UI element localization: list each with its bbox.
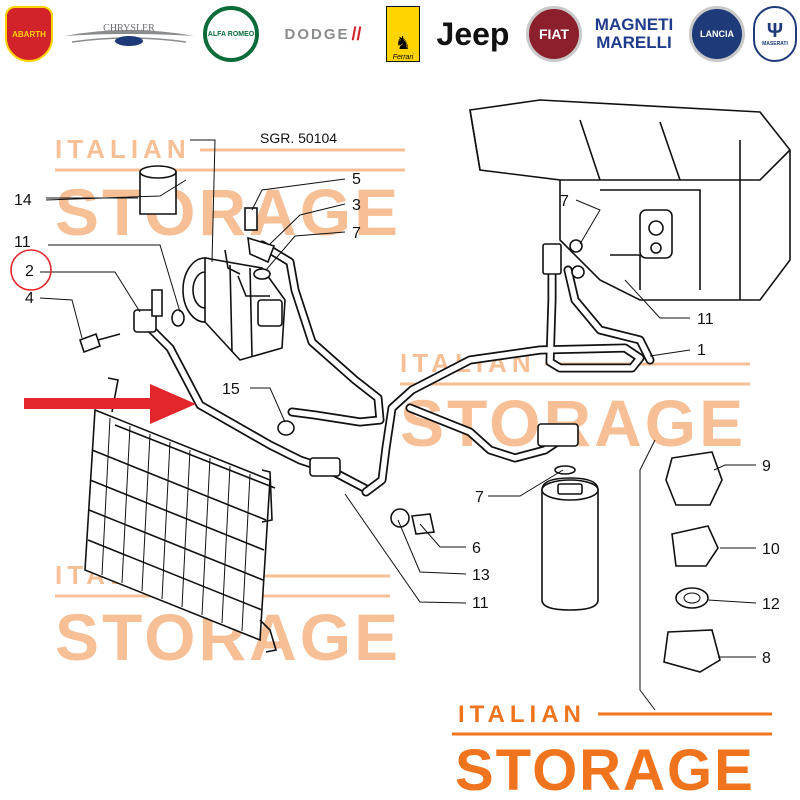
fittings <box>78 165 585 535</box>
callout-7-a[interactable]: 7 <box>352 225 361 242</box>
nut-6[interactable] <box>411 513 435 535</box>
callout-7-b[interactable]: 7 <box>560 193 569 210</box>
clamp-10[interactable] <box>671 525 719 567</box>
prancing-horse-icon: ♞ <box>394 33 412 53</box>
maserati-trident-icon: Ψ MASERATI <box>753 6 797 62</box>
brand-alfa-romeo-label: ALFA ROMEO <box>207 30 255 38</box>
lancia-badge-icon: LANCIA <box>689 6 745 62</box>
brand-logo-jeep[interactable]: Jeep <box>428 4 518 64</box>
o-ring-11[interactable] <box>171 309 185 327</box>
brand-maserati-label: MASERATI <box>762 41 788 47</box>
brand-lancia-label: LANCIA <box>700 29 734 39</box>
o-ring-7-evap[interactable] <box>569 239 583 253</box>
callout-15[interactable]: 15 <box>222 381 240 398</box>
ac-system-exploded-diagram: ITALIAN STORAGE ITALIAN STORAGE ITALIAN … <box>10 99 791 800</box>
fitting-3[interactable] <box>247 236 276 264</box>
highlight-arrow <box>24 384 196 424</box>
brand-abarth-label: ABARTH <box>12 29 46 39</box>
callout-2[interactable]: 2 <box>25 263 34 280</box>
callout-6[interactable]: 6 <box>472 540 481 557</box>
brand-logo-fiat[interactable]: FIAT <box>524 4 584 64</box>
callout-14[interactable]: 14 <box>14 192 32 209</box>
ferrari-shield-icon: ♞ Ferrari <box>386 6 420 62</box>
brand-logo-strip: ABARTH CHRYSLER ALFA ROMEO DODGE // ♞ Fe… <box>0 0 800 68</box>
clamp-9[interactable] <box>665 451 723 506</box>
brand-logo-magneti-marelli[interactable]: MAGNETI MARELLI <box>588 4 680 64</box>
pipe-fitting-2[interactable] <box>133 309 157 333</box>
callout-11-a[interactable]: 11 <box>14 234 31 251</box>
diagram-code: SGR. 50104 <box>260 130 337 146</box>
brand-logo-ferrari[interactable]: ♞ Ferrari <box>384 4 422 64</box>
callout-3[interactable]: 3 <box>352 197 361 214</box>
highlight-circle <box>10 249 52 291</box>
brand-dodge-label: DODGE <box>284 25 350 43</box>
italian-storage-logo: ITALIAN STORAGE <box>452 701 772 800</box>
brand-logo-maserati[interactable]: Ψ MASERATI <box>752 4 798 64</box>
dodge-stripes-icon: // <box>351 23 362 44</box>
callout-8[interactable]: 8 <box>762 650 771 667</box>
alfa-romeo-badge-icon: ALFA ROMEO <box>203 6 259 62</box>
callout-12[interactable]: 12 <box>762 596 780 613</box>
o-ring-13[interactable] <box>390 508 410 528</box>
accessory-kit <box>639 439 723 711</box>
condenser <box>84 377 278 653</box>
watermark-top-left: ITALIAN STORAGE <box>55 134 405 249</box>
bolt-5[interactable] <box>244 207 258 231</box>
watermark-storage-text: STORAGE <box>55 175 401 249</box>
brand-ferrari-label: Ferrari <box>392 54 414 61</box>
valve-15[interactable] <box>277 420 295 436</box>
brand-marelli-label: MARELLI <box>596 33 672 52</box>
refrigerant-pipes <box>145 240 655 497</box>
brand-fiat-label: FIAT <box>538 26 570 42</box>
callout-1[interactable]: 1 <box>697 342 706 359</box>
callout-10[interactable]: 10 <box>762 541 780 558</box>
evaporator-housing <box>469 99 791 301</box>
watermark-italian-text: ITALIAN <box>55 134 191 164</box>
brand-logo-chrysler[interactable]: CHRYSLER <box>62 4 196 64</box>
callout-5[interactable]: 5 <box>352 171 361 188</box>
fiat-badge-icon: FIAT <box>526 6 582 62</box>
chrysler-wing-icon: CHRYSLER <box>64 23 194 46</box>
brand-jeep-label: Jeep <box>436 15 510 52</box>
callout-7-c[interactable]: 7 <box>475 489 484 506</box>
callout-11-b[interactable]: 11 <box>697 311 714 328</box>
seal-ring-12[interactable] <box>675 587 709 609</box>
callout-11-c[interactable]: 11 <box>472 595 489 612</box>
receiver-drier <box>541 477 599 611</box>
brand-chrysler-label: CHRYSLER <box>103 23 155 34</box>
brand-logo-alfa-romeo[interactable]: ALFA ROMEO <box>200 4 262 64</box>
abarth-shield-icon: ABARTH <box>5 6 53 62</box>
callout-13[interactable]: 13 <box>472 567 490 584</box>
bolt-4[interactable] <box>78 332 102 354</box>
brand-logo-dodge[interactable]: DODGE // <box>268 4 378 64</box>
compressor <box>182 249 286 361</box>
valve-8[interactable] <box>663 629 721 673</box>
brand-logo-lancia[interactable]: LANCIA <box>686 4 748 64</box>
leader-lines <box>39 139 757 658</box>
callout-4[interactable]: 4 <box>25 290 34 307</box>
callouts: SGR. 50104 14 11 2 4 5 3 7 15 7 11 1 7 6… <box>14 130 780 667</box>
brand-logo-abarth[interactable]: ABARTH <box>2 4 56 64</box>
logo-italian-text: ITALIAN <box>458 701 586 728</box>
o-ring-7[interactable] <box>253 268 271 280</box>
arrow-head-icon <box>150 384 196 424</box>
logo-storage-text: STORAGE <box>455 738 755 800</box>
callout-9[interactable]: 9 <box>762 458 771 475</box>
brand-magneti-label: MAGNETI <box>594 15 674 34</box>
